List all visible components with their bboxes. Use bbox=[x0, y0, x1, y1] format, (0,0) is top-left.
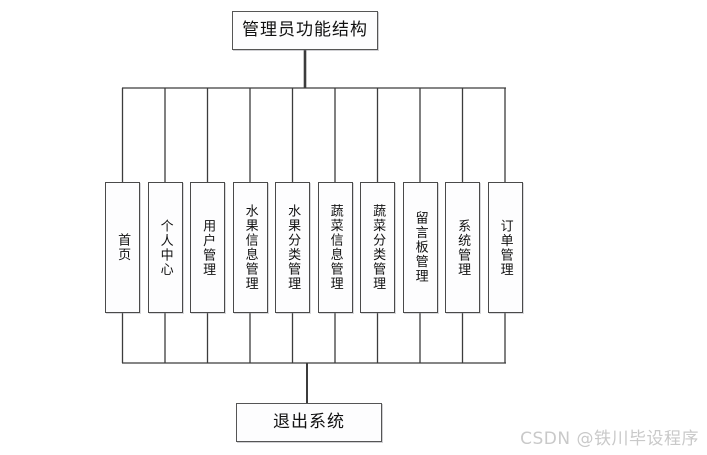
leaf-node-1[interactable]: 首页 bbox=[105, 182, 140, 313]
leaf-node-label: 蔬菜信息管理 bbox=[327, 204, 343, 291]
leaf-node-7[interactable]: 蔬菜分类管理 bbox=[360, 182, 395, 313]
leaf-node-8[interactable]: 留言板管理 bbox=[402, 182, 438, 313]
leaf-node-3[interactable]: 用户管理 bbox=[190, 182, 225, 313]
leaf-node-label: 首页 bbox=[115, 233, 131, 262]
csdn-watermark: CSDN @铁川毕设程序 bbox=[520, 429, 699, 449]
leaf-node-4[interactable]: 水果信息管理 bbox=[232, 182, 268, 313]
leaf-node-label: 留言板管理 bbox=[412, 211, 428, 284]
footer-node-label: 退出系统 bbox=[273, 412, 345, 432]
leaf-node-label: 用户管理 bbox=[200, 218, 216, 277]
leaf-node-2[interactable]: 个人中心 bbox=[147, 182, 183, 313]
root-node-label: 管理员功能结构 bbox=[242, 20, 368, 40]
leaf-node-label: 水果信息管理 bbox=[242, 204, 258, 291]
leaf-node-5[interactable]: 水果分类管理 bbox=[275, 182, 310, 313]
leaf-node-label: 个人中心 bbox=[157, 218, 173, 277]
leaf-node-label: 水果分类管理 bbox=[285, 204, 301, 291]
leaf-node-label: 系统管理 bbox=[455, 218, 471, 277]
leaf-node-10[interactable]: 订单管理 bbox=[487, 182, 523, 313]
leaf-node-label: 订单管理 bbox=[497, 218, 513, 277]
root-node-admin-function-structure[interactable]: 管理员功能结构 bbox=[232, 11, 378, 50]
leaf-node-6[interactable]: 蔬菜信息管理 bbox=[317, 182, 353, 313]
leaf-node-9[interactable]: 系统管理 bbox=[445, 182, 480, 313]
leaf-node-label: 蔬菜分类管理 bbox=[370, 204, 386, 291]
footer-node-logout[interactable]: 退出系统 bbox=[236, 403, 382, 442]
